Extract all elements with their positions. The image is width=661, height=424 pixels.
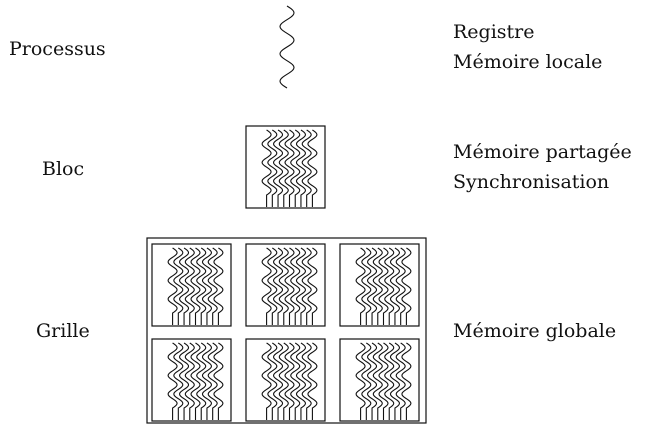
thread-line [167,342,178,420]
thread-line [207,342,218,420]
thread-line [173,247,184,325]
thread-line [178,342,190,420]
thread-line [372,342,383,420]
thread-line [395,342,406,420]
thread-line [278,247,289,325]
thread-line [389,342,400,420]
thread-line [184,342,195,420]
thread-line [184,247,195,325]
thread-line [207,247,218,325]
thread-line [284,247,295,325]
thread-memory-description: Registre Mémoire locale [453,17,602,77]
thread-line [196,342,207,420]
grid-icon [146,237,427,424]
global-memory-label: Mémoire globale [453,320,617,342]
thread-line [290,129,301,207]
thread-line [272,247,284,325]
register-label: Registre [453,21,535,43]
thread-wave-icon [279,5,295,89]
thread-line [284,129,295,207]
thread-line [261,342,272,420]
thread-line [307,342,318,420]
thread-line [378,342,389,420]
thread-line [201,247,212,325]
thread-line [361,342,372,420]
thread-squiggle [279,5,295,89]
thread-line [261,129,272,207]
thread-line [272,342,284,420]
thread-line [167,247,178,325]
thread-line [272,129,284,207]
block-icon [245,125,326,209]
thread-line [355,342,366,420]
thread-line [301,342,312,420]
thread-line [196,247,207,325]
thread-line [201,342,212,420]
thread-line [395,247,406,325]
thread-line [384,342,395,420]
thread-line [190,342,201,420]
thread-line [213,342,224,420]
thread-line [366,247,378,325]
thread-line [173,342,184,420]
thread-line [295,129,306,207]
thread-line [301,247,312,325]
grid-level-label: Grille [36,320,90,342]
grid-memory-description: Mémoire globale [453,316,616,346]
thread-line [278,129,289,207]
thread-line [372,247,383,325]
thread-line [267,342,278,420]
thread-line [401,342,412,420]
thread-line [301,129,312,207]
thread-line [366,342,378,420]
thread-line [213,247,224,325]
thread-line [389,247,400,325]
block-memory-description: Mémoire partagée Synchronisation [453,137,632,197]
thread-line [290,342,301,420]
thread-line [295,247,306,325]
thread-line [307,129,318,207]
thread-line [284,342,295,420]
thread-level-label: Processus [9,38,106,60]
thread-line [384,247,395,325]
thread-line [178,247,190,325]
thread-line [355,247,366,325]
thread-line [307,247,318,325]
thread-line [361,247,372,325]
thread-line [290,247,301,325]
local-memory-label: Mémoire locale [453,51,603,73]
thread-line [267,247,278,325]
thread-line [190,247,201,325]
block-level-label: Bloc [42,158,85,180]
thread-line [278,342,289,420]
thread-line [401,247,412,325]
thread-line [261,247,272,325]
shared-memory-label: Mémoire partagée [453,141,632,163]
synchronization-label: Synchronisation [453,171,610,193]
thread-line [267,129,278,207]
thread-line [378,247,389,325]
thread-line [295,342,306,420]
